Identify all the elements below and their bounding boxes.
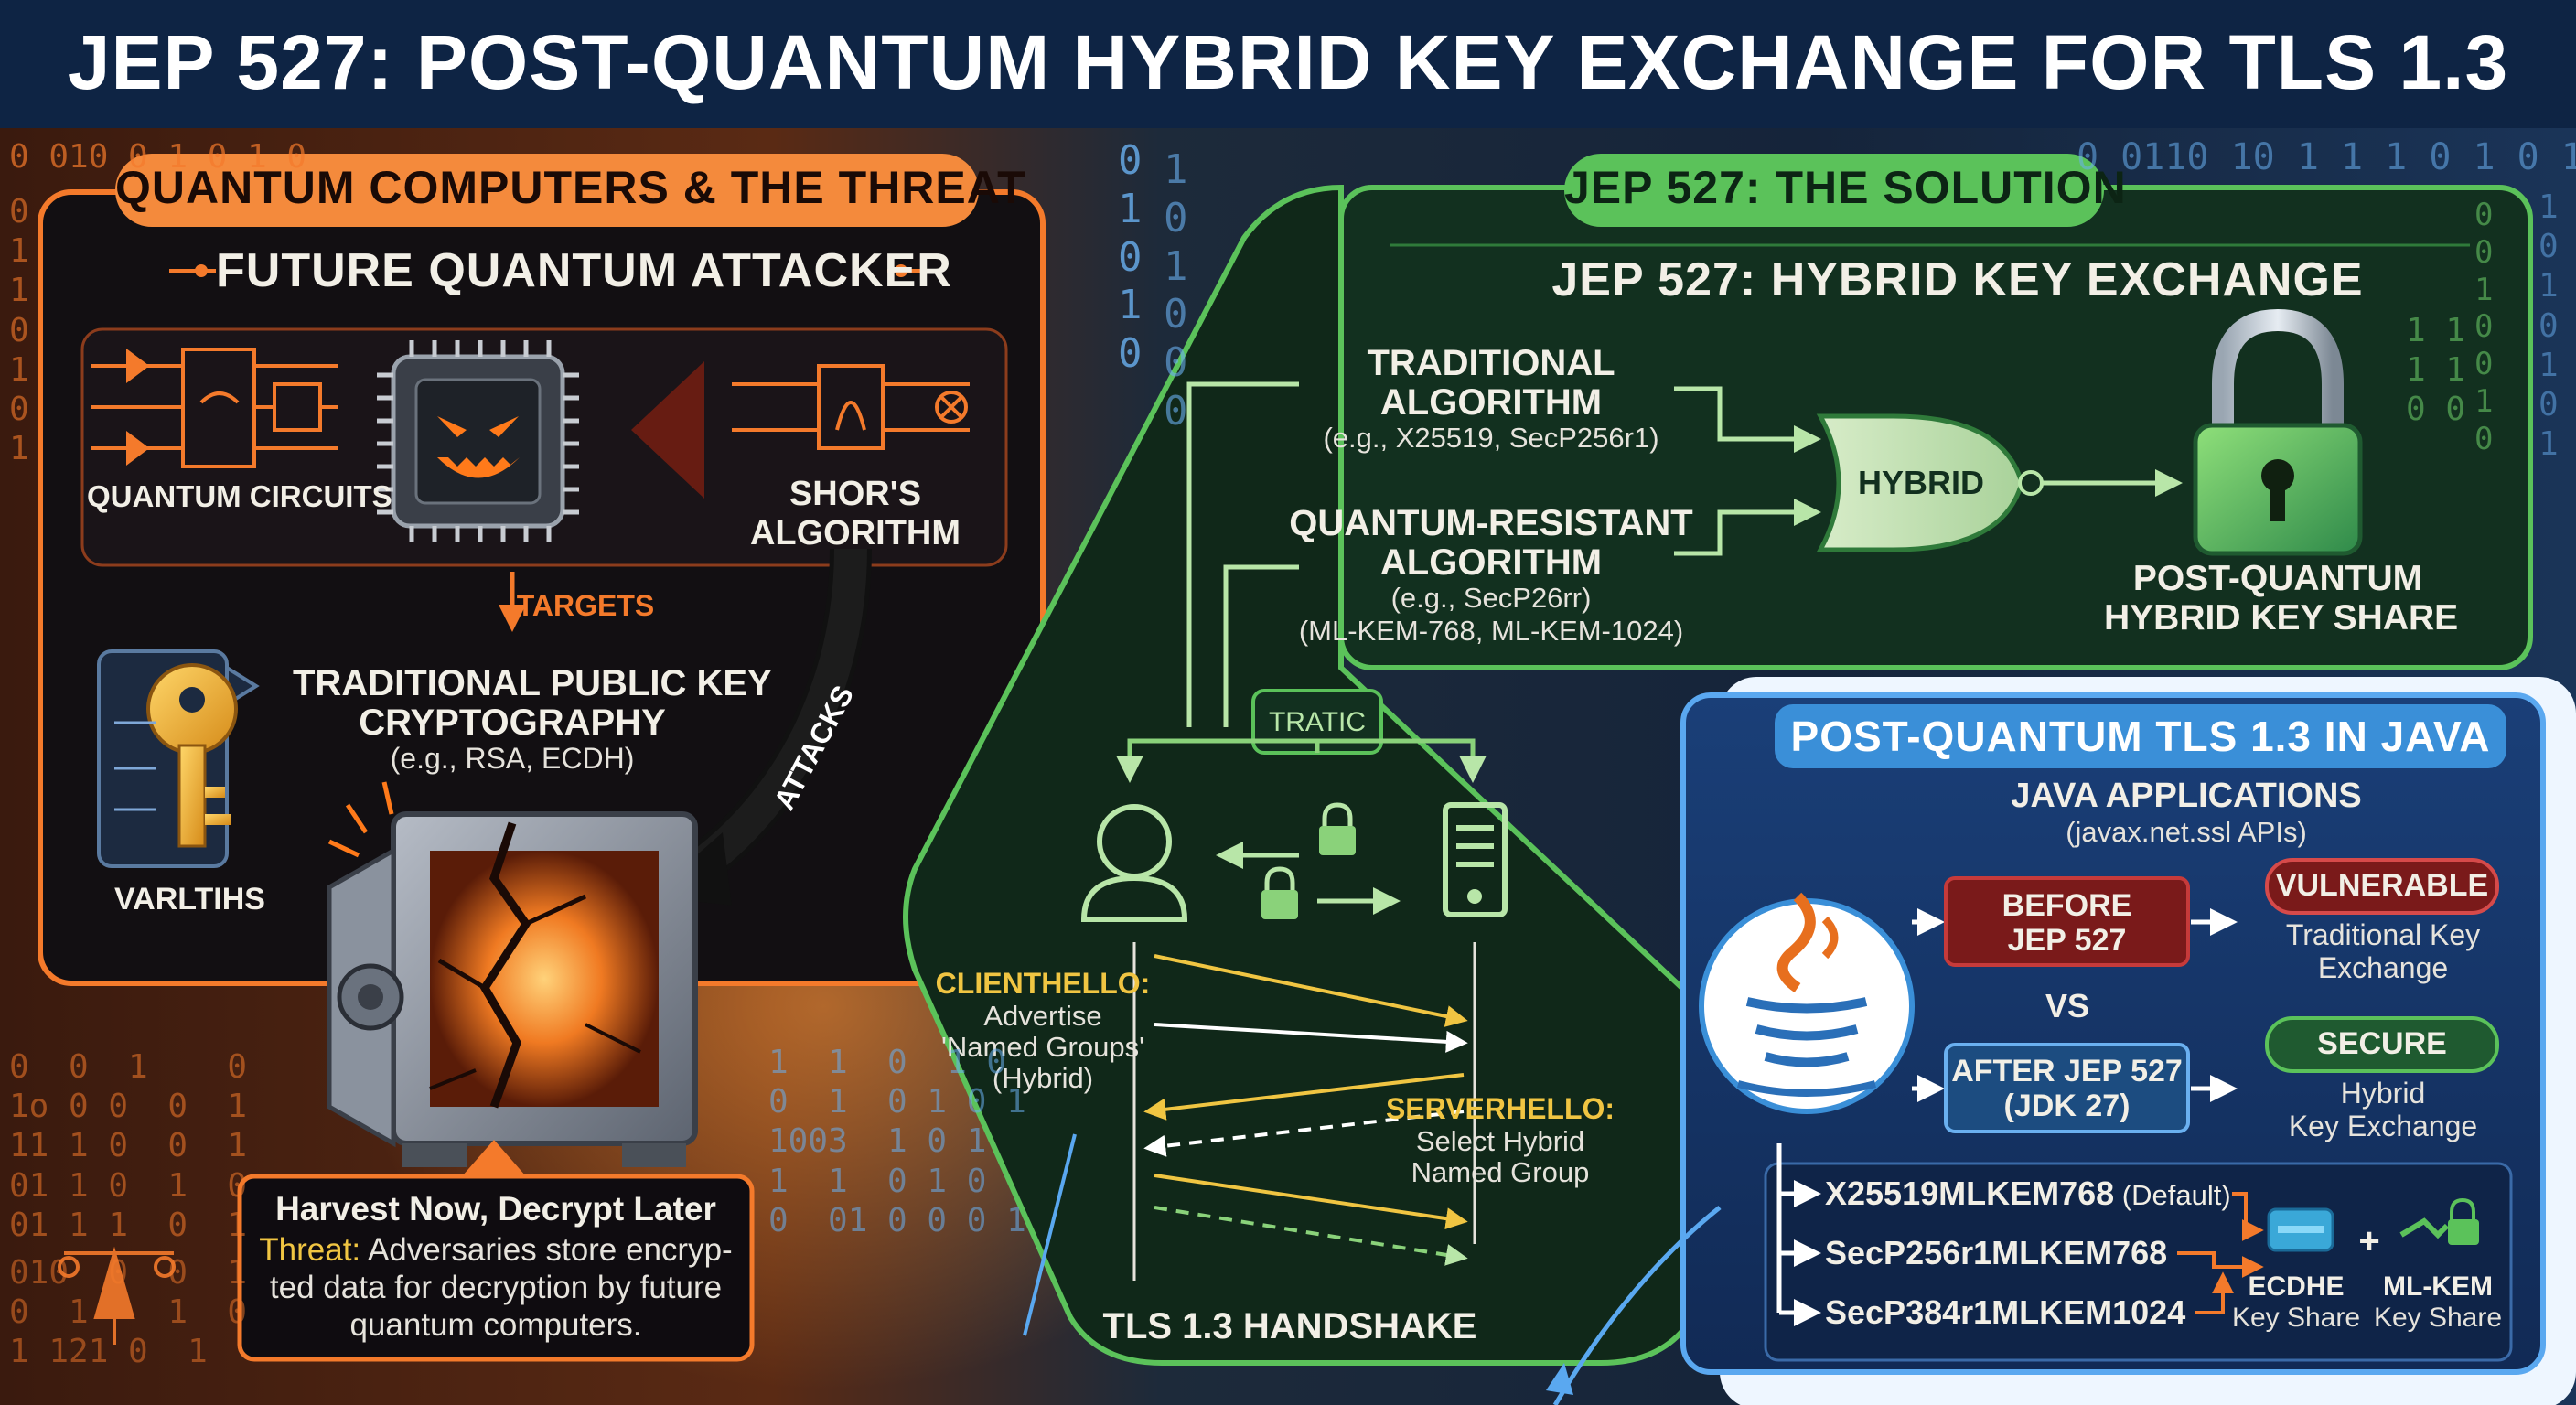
binary-deco-bottom-mid: 1 1 0 1 0 0 1 0 1 0 1 1003 1 0 1 1 1 0 1… (768, 1044, 1026, 1239)
quantum-resistant-line2: ALGORITHM (1379, 542, 1603, 583)
handshake-caption: TLS 1.3 HANDSHAKE (1102, 1306, 1477, 1346)
named-group-1-note: (Default) (2114, 1179, 2231, 1211)
binary-deco-right-column-1: 1 0 1 0 1 0 1 (2538, 188, 2559, 464)
public-key-line1: TRADITIONAL PUBLIC KEY (293, 663, 772, 703)
client-user-icon (1080, 804, 1188, 922)
vulnerable-line2: Exchange (2317, 951, 2449, 984)
traditional-examples: (e.g., X25519, SecP256r1) (1323, 422, 1659, 454)
quantum-chip-icon (377, 340, 579, 542)
after-line1: AFTER JEP 527 (1951, 1054, 2183, 1089)
named-group-2: SecP256r1MLKEM768 (1825, 1234, 2168, 1271)
key-label: VARLTIHS (114, 882, 265, 917)
shors-line2: ALGORITHM (749, 514, 961, 552)
quantum-resistant-examples1: (e.g., SecP26rr) (1390, 582, 1592, 614)
ecdhe-line1: ECDHE (2248, 1271, 2345, 1302)
page-title: JEP 527: POST-QUANTUM HYBRID KEY EXCHANG… (67, 19, 2509, 105)
named-group-3: SecP384r1MLKEM1024 (1825, 1293, 2186, 1331)
output-line1: POST-QUANTUM (2132, 559, 2423, 598)
before-line2: JEP 527 (2007, 923, 2127, 958)
cracked-safe-icon (327, 781, 698, 1167)
binary-deco-mid-column-1: 0 1 0 1 0 (1118, 137, 1143, 378)
server-icon (1443, 802, 1508, 917)
vulnerable-line1: Traditional Key (2285, 918, 2481, 951)
hybrid-gate-icon (1816, 413, 2044, 552)
binary-deco-left-column: 0 1 1 0 1 0 1 (9, 193, 29, 468)
solution-subheader: JEP 527: HYBRID KEY EXCHANGE (1551, 253, 2364, 306)
public-key-line2: CRYPTOGRAPHY (359, 702, 666, 743)
java-apps-label: JAVA APPLICATIONS (2011, 777, 2362, 815)
ecdhe-key-icon (2267, 1207, 2334, 1252)
java-logo-icon (1699, 892, 1915, 1114)
binary-deco-right-column-3: 0 0 1 0 0 1 0 (2474, 197, 2494, 457)
serverhello-line1: Select Hybrid (1415, 1125, 1585, 1157)
plus-sign: + (2358, 1221, 2380, 1261)
secure-line1: Hybrid (2340, 1077, 2426, 1110)
clienthello-line3: (Hybrid) (992, 1062, 1094, 1094)
binary-deco-bottom-left: 0 0 1 0 1o 0 0 0 1 11 1 0 0 1 01 1 0 1 0… (9, 1048, 248, 1244)
hndl-threat-label: Threat: (259, 1232, 361, 1268)
clienthello-line2: 'Named Groups' (940, 1031, 1145, 1063)
post-quantum-lock-icon (2193, 308, 2363, 556)
small-lock-icon-2 (1261, 866, 1298, 919)
traditional-line1: TRADITIONAL (1367, 343, 1615, 383)
solution-header: JEP 527: THE SOLUTION (1564, 162, 2127, 213)
clienthello-label: CLIENTHELLO: (935, 967, 1151, 1000)
binary-deco-bottom-left-2: 010 0 0 1 0 1 1 0 1 121 0 1 (9, 1254, 248, 1371)
secure-badge: SECURE (2317, 1026, 2447, 1061)
hndl-line2: ted data for decryption by future (269, 1270, 723, 1305)
after-line2: (JDK 27) (2003, 1089, 2131, 1123)
named-group-1-name: X25519MLKEM768 (1825, 1174, 2115, 1212)
ecdhe-line2: Key Share (2231, 1303, 2361, 1333)
hndl-body-line1: Threat: Adversaries store encryp- (240, 1232, 752, 1269)
vulnerable-badge: VULNERABLE (2275, 868, 2489, 903)
named-group-1: X25519MLKEM768 (Default) (1825, 1175, 2231, 1212)
java-header: POST-QUANTUM TLS 1.3 IN JAVA (1790, 713, 2491, 760)
vs-label: VS (2045, 987, 2090, 1024)
quantum-resistant-examples2: (ML-KEM-768, ML-KEM-1024) (1298, 615, 1684, 647)
serverhello-line2: Named Group (1411, 1156, 1590, 1188)
java-apps-sub: (javax.net.ssl APIs) (2066, 816, 2307, 848)
binary-deco-mid-column-2: 1 0 1 0 0 0 (1164, 146, 1188, 434)
small-lock-icon (1319, 802, 1356, 855)
quantum-circuits-label: QUANTUM CIRCUITS (87, 479, 392, 513)
mlkem-line2: Key Share (2373, 1303, 2503, 1333)
hndl-title: Harvest Now, Decrypt Later (275, 1190, 716, 1228)
output-line2: HYBRID KEY SHARE (2104, 598, 2459, 638)
before-line1: BEFORE (2002, 888, 2132, 923)
hndl-line3: quantum computers. (349, 1307, 642, 1343)
threat-header: QUANTUM COMPUTERS & THE THREAT (115, 162, 1026, 213)
traditional-line2: ALGORITHM (1379, 382, 1603, 423)
serverhello-label: SERVERHELLO: (1385, 1092, 1615, 1125)
targets-label: TARGETS (516, 589, 655, 622)
quantum-resistant-line1: QUANTUM-RESISTANT (1289, 503, 1693, 543)
key-icon (146, 663, 238, 848)
binary-deco-right-column-2: 1 1 1 1 0 0 (2406, 312, 2466, 429)
mlkem-line1: ML-KEM (2383, 1271, 2493, 1302)
attacker-title: FUTURE QUANTUM ATTACKER (216, 244, 952, 297)
ml-kem-key-icon (2399, 1197, 2479, 1245)
binary-deco-top-right: 0 0110 10 1 1 1 0 1 0 1 0 (2077, 136, 2576, 178)
tratic-label: TRATIC (1268, 707, 1367, 737)
hndl-line1: Adversaries store encryp- (360, 1232, 733, 1268)
shors-line1: SHOR'S (789, 475, 922, 513)
public-key-examples: (e.g., RSA, ECDH) (390, 742, 635, 775)
binary-deco-top-left: 0 010 0 1 0 1 0 (9, 138, 307, 176)
hybrid-gate-label: HYBRID (1857, 464, 1984, 501)
secure-line2: Key Exchange (2288, 1110, 2478, 1142)
clienthello-line1: Advertise (983, 1000, 1102, 1032)
